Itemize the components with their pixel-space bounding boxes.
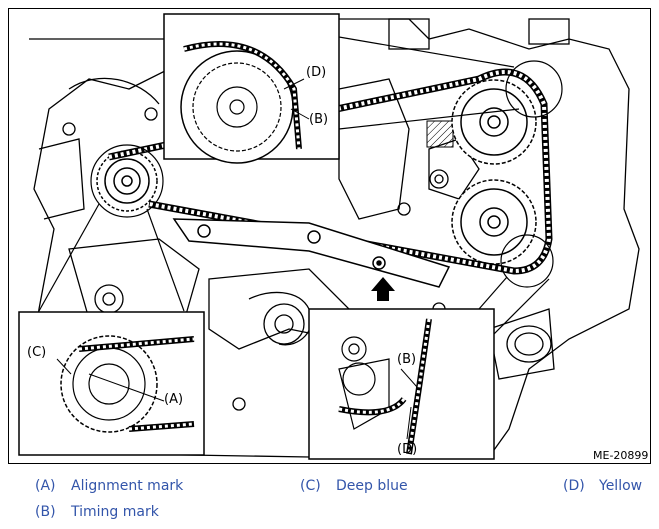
chain-guide [172, 218, 451, 288]
camshaft-sprocket-lower [451, 179, 537, 265]
legend-item-d: (D) Yellow [563, 478, 642, 494]
detail-leaders [38, 36, 563, 350]
hatched-area [426, 120, 454, 148]
detail-inset-top [163, 13, 340, 164]
legend-text: Alignment mark [71, 478, 184, 494]
callout-b-top: (B) [309, 112, 328, 127]
callout-c: (C) [27, 345, 46, 360]
camshaft-sprocket-upper [451, 79, 537, 165]
legend-text: Deep blue [336, 478, 408, 494]
legend-key: (D) [563, 478, 585, 494]
callout-b-bottom: (B) [397, 352, 416, 367]
detail-inset-bottom-left [18, 311, 205, 456]
legend-text: Yellow [599, 478, 643, 494]
legend-item-b: (B) Timing mark [35, 504, 159, 520]
legend-key: (B) [35, 504, 56, 520]
figure-code: ME-20899 [593, 449, 648, 462]
detail-inset-bottom-right [308, 308, 495, 460]
legend-item-a: (A) Alignment mark [35, 478, 183, 494]
legend-key: (C) [300, 478, 321, 494]
callout-a: (A) [164, 392, 183, 407]
crank-sprocket [96, 150, 158, 212]
callout-d-bottom: (D) [397, 442, 417, 457]
timing-chain [108, 68, 553, 275]
callout-d-top: (D) [306, 65, 326, 80]
legend: (A) Alignment mark (C) Deep blue (D) Yellow… [0, 470, 659, 529]
legend-text: Timing mark [71, 504, 159, 520]
timing-chain-diagram: (C) (A) (D) (B) (B) (D) ME-20899 [8, 8, 651, 464]
legend-key: (A) [35, 478, 56, 494]
arrow-up-icon [371, 277, 395, 301]
legend-item-c: (C) Deep blue [300, 478, 408, 494]
